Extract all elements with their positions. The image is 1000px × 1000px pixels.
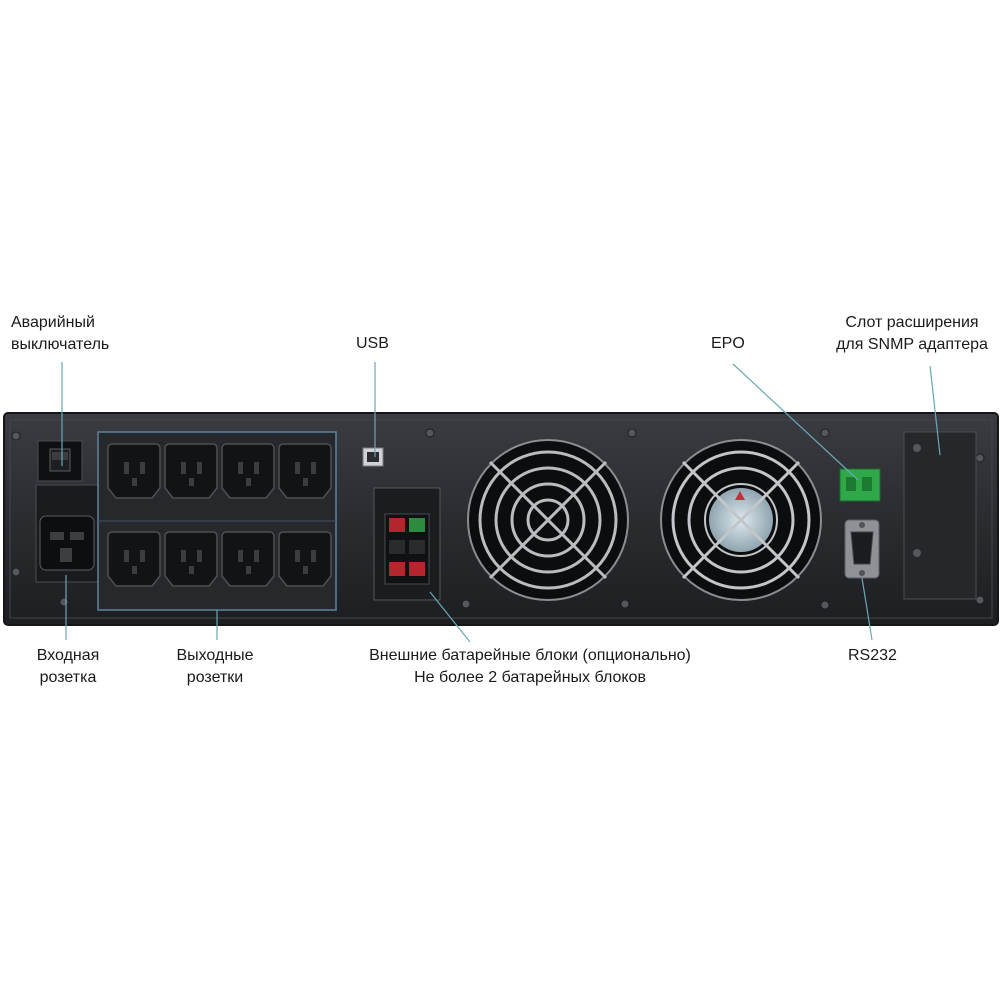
epo-connector: [839, 468, 881, 502]
label-input-socket: Входная розетка: [20, 645, 116, 689]
label-emergency-switch-line2: выключатель: [11, 336, 110, 353]
label-input-socket-line2: розетка: [39, 669, 97, 686]
snmp-slot: [903, 431, 977, 600]
label-emergency-switch-line1: Аварийный: [11, 314, 95, 331]
label-epo: EPO: [711, 333, 745, 355]
label-output-sockets-line1: Выходные: [176, 647, 254, 664]
emergency-switch: [37, 440, 83, 482]
label-snmp-slot-line2: для SNMP адаптера: [836, 336, 988, 353]
label-epo-text: EPO: [711, 335, 745, 352]
label-emergency-switch: Аварийный выключатель: [11, 312, 109, 356]
label-output-sockets-line2: розетки: [186, 669, 244, 686]
label-external-battery-line2: Не более 2 батарейных блоков: [414, 669, 646, 686]
rs232-port: [844, 519, 880, 579]
label-usb-text: USB: [356, 335, 389, 352]
fan-right: [660, 439, 822, 601]
input-socket: [35, 484, 99, 583]
label-rs232-text: RS232: [848, 647, 897, 664]
label-input-socket-line1: Входная: [36, 647, 100, 664]
socket-pins: [124, 462, 316, 574]
battery-connector: [373, 487, 441, 601]
label-snmp-slot-line1: Слот расширения: [845, 314, 979, 331]
label-rs232: RS232: [848, 645, 897, 667]
label-external-battery-line1: Внешние батарейные блоки (опционально): [369, 647, 691, 664]
label-output-sockets: Выходные розетки: [160, 645, 270, 689]
fan-left: [467, 439, 629, 601]
label-snmp-slot: Слот расширения для SNMP адаптера: [826, 312, 998, 356]
usb-port: [362, 447, 384, 467]
label-external-battery: Внешние батарейные блоки (опционально) Н…: [350, 645, 710, 689]
output-socket: [107, 443, 332, 587]
label-usb: USB: [356, 333, 389, 355]
